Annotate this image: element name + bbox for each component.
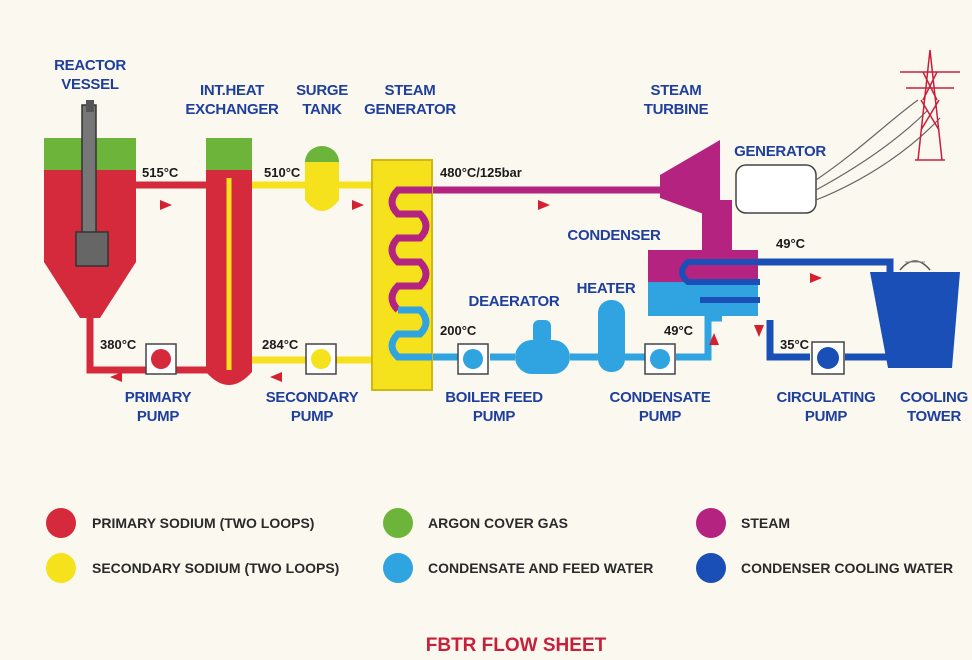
legend-label: SECONDARY SODIUM (TWO LOOPS)	[92, 560, 339, 576]
primary-pump-label-line1: PRIMARY	[125, 389, 192, 406]
secondary-sodium-loop	[232, 181, 372, 364]
legend-item-steam: STEAM	[696, 508, 790, 538]
secondary-pump-label-line1: SECONDARY	[266, 389, 359, 406]
deaerator-label: DEAERATOR	[469, 293, 560, 310]
legend-item-primary-sodium: PRIMARY SODIUM (TWO LOOPS)	[46, 508, 314, 538]
legend-label: CONDENSER COOLING WATER	[741, 560, 953, 576]
deaerator	[515, 320, 570, 374]
feed-water-line	[432, 314, 722, 361]
ihx-label-line1: INT.HEAT	[200, 82, 264, 99]
circulating-pump-icon	[811, 341, 845, 375]
steam-turbine-label-line2: TURBINE	[644, 101, 709, 118]
boiler-feed-pump-label-line1: BOILER FEED	[445, 389, 543, 406]
cooling-tower-label-line2: TOWER	[907, 408, 962, 425]
legend-label: PRIMARY SODIUM (TWO LOOPS)	[92, 515, 314, 531]
cooling-tower-label-line1: COOLING	[900, 389, 968, 406]
primary-pump-label-line2: PUMP	[137, 408, 179, 425]
secondary-pump-icon	[305, 343, 337, 375]
temp-cooling-supply: 35°C	[780, 337, 810, 352]
steam-turbine-label-line1: STEAM	[650, 82, 701, 99]
steam-turbine	[660, 140, 732, 250]
circulating-pump-label-line2: PUMP	[805, 408, 847, 425]
reactor-vessel-label-line1: REACTOR	[54, 57, 126, 74]
surge-tank-label-line1: SURGE	[296, 82, 348, 99]
condenser-label: CONDENSER	[567, 227, 661, 244]
steam-generator	[371, 159, 433, 391]
temp-reactor-inlet: 380°C	[100, 337, 137, 352]
circulating-pump-label-line1: CIRCULATING	[777, 389, 876, 406]
reactor-vessel-label-line2: VESSEL	[61, 76, 119, 93]
primary-pump-icon	[145, 343, 177, 375]
legend-item-cooling-water: CONDENSER COOLING WATER	[696, 553, 953, 583]
condensate-pump-icon	[644, 343, 676, 375]
temp-steam: 480°C/125bar	[440, 165, 522, 180]
heater	[598, 300, 625, 372]
steam-generator-label-line2: GENERATOR	[364, 101, 456, 118]
temp-reactor-outlet: 515°C	[142, 165, 179, 180]
condenser	[648, 250, 760, 316]
reactor-vessel	[44, 100, 136, 318]
legend-item-argon: ARGON COVER GAS	[383, 508, 568, 538]
temp-condensate: 49°C	[664, 323, 694, 338]
legend-item-secondary-sodium: SECONDARY SODIUM (TWO LOOPS)	[46, 553, 339, 583]
condensate-pump-label-line2: PUMP	[639, 408, 681, 425]
surge-tank	[305, 146, 339, 211]
legend-label: CONDENSATE AND FEED WATER	[428, 560, 653, 576]
legend-item-feed-water: CONDENSATE AND FEED WATER	[383, 553, 653, 583]
cooling-tower	[870, 260, 960, 368]
boiler-feed-pump-label-line2: PUMP	[473, 408, 515, 425]
intermediate-heat-exchanger	[206, 138, 252, 385]
steam-generator-label-line1: STEAM	[384, 82, 435, 99]
transmission-tower-icon	[900, 49, 960, 161]
temp-secondary-return: 284°C	[262, 337, 299, 352]
legend-label: ARGON COVER GAS	[428, 515, 568, 531]
legend: PRIMARY SODIUM (TWO LOOPS) ARGON COVER G…	[46, 508, 953, 583]
generator	[735, 99, 941, 214]
temp-ihx-outlet: 510°C	[264, 165, 301, 180]
flow-arrows	[110, 200, 822, 382]
ihx-label-line2: EXCHANGER	[185, 101, 279, 118]
temp-cooling-return: 49°C	[776, 236, 806, 251]
temp-feed-water: 200°C	[440, 323, 477, 338]
generator-label: GENERATOR	[734, 143, 826, 160]
boiler-feed-pump-icon	[457, 343, 489, 375]
condensate-pump-label-line1: CONDENSATE	[610, 389, 711, 406]
legend-label: STEAM	[741, 515, 790, 531]
secondary-pump-label-line2: PUMP	[291, 408, 333, 425]
surge-tank-label-line2: TANK	[302, 101, 342, 118]
heater-label: HEATER	[577, 280, 636, 297]
diagram-title: FBTR FLOW SHEET	[426, 635, 607, 656]
